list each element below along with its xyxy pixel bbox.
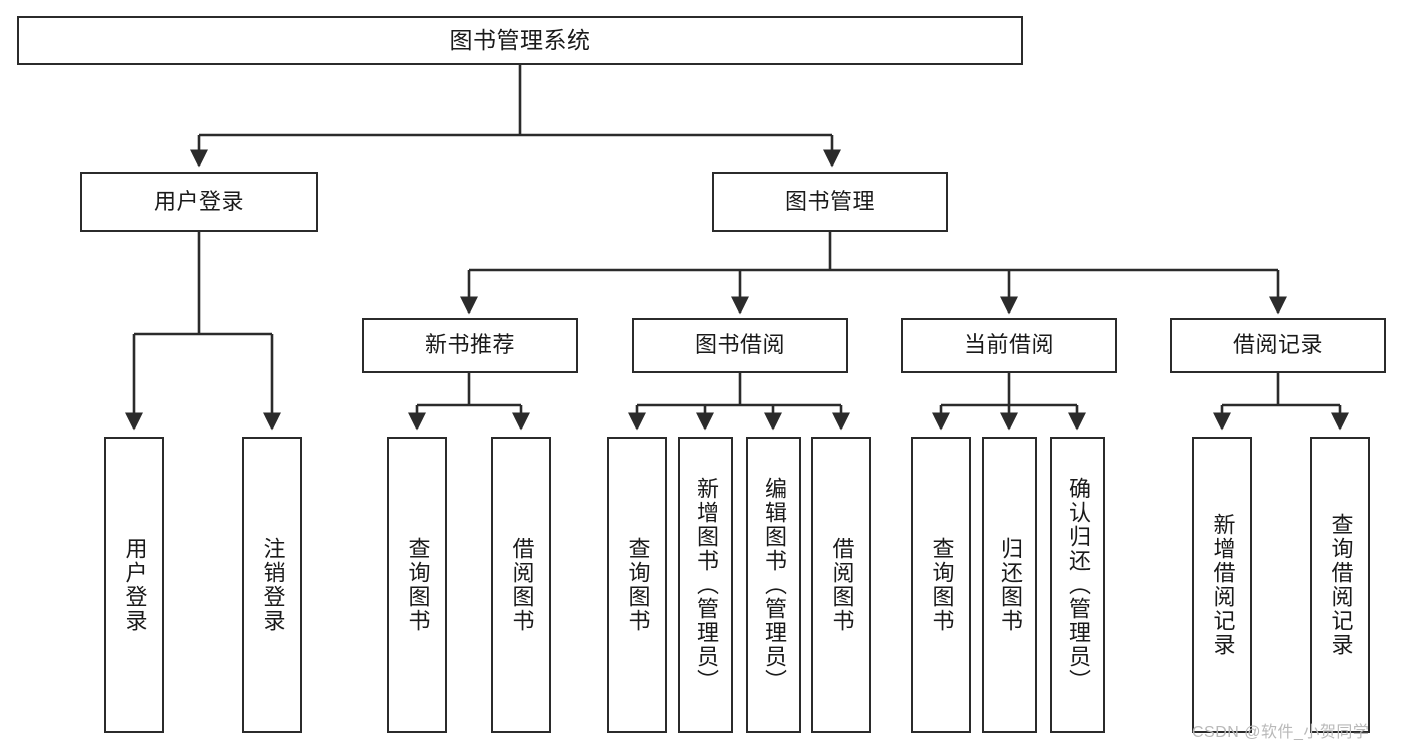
leaf-confirm-return-admin-label: 确认归还（管理员） — [1065, 477, 1091, 693]
leaf-confirm-return-admin[interactable]: 确认归还（管理员） — [1050, 437, 1105, 733]
node-book-borrow[interactable]: 图书借阅 — [632, 318, 848, 373]
leaf-query-book-current-label: 查询图书 — [929, 537, 955, 633]
leaf-edit-book-admin-label: 编辑图书（管理员） — [761, 477, 787, 693]
leaf-query-book-borrow[interactable]: 查询图书 — [607, 437, 667, 733]
node-root-label: 图书管理系统 — [449, 26, 591, 53]
leaf-user-login-label: 用户登录 — [122, 537, 148, 633]
leaf-add-book-admin[interactable]: 新增图书（管理员） — [678, 437, 733, 733]
node-user-login-label: 用户登录 — [153, 188, 244, 214]
leaf-logout-label: 注销登录 — [260, 537, 286, 633]
leaf-query-book-current[interactable]: 查询图书 — [911, 437, 971, 733]
leaf-return-book-label: 归还图书 — [997, 537, 1023, 633]
node-borrow-record-label: 借阅记录 — [1232, 332, 1323, 358]
node-borrow-record[interactable]: 借阅记录 — [1170, 318, 1386, 373]
node-new-book-recommend-label: 新书推荐 — [424, 332, 515, 358]
leaf-logout[interactable]: 注销登录 — [242, 437, 302, 733]
leaf-query-book-recommend[interactable]: 查询图书 — [387, 437, 447, 733]
leaf-add-borrow-record[interactable]: 新增借阅记录 — [1192, 437, 1252, 733]
leaf-borrow-book[interactable]: 借阅图书 — [811, 437, 871, 733]
node-book-borrow-label: 图书借阅 — [694, 332, 785, 358]
csdn-watermark: CSDN @软件_小贺同学 — [1192, 724, 1370, 741]
leaf-query-borrow-record[interactable]: 查询借阅记录 — [1310, 437, 1370, 733]
leaf-user-login[interactable]: 用户登录 — [104, 437, 164, 733]
node-user-login[interactable]: 用户登录 — [80, 172, 318, 232]
leaf-query-borrow-record-label: 查询借阅记录 — [1328, 513, 1354, 657]
leaf-borrow-book-recommend[interactable]: 借阅图书 — [491, 437, 551, 733]
leaf-borrow-book-recommend-label: 借阅图书 — [509, 537, 535, 633]
leaf-add-book-admin-label: 新增图书（管理员） — [693, 477, 719, 693]
node-current-borrow-label: 当前借阅 — [963, 332, 1054, 358]
leaf-query-book-recommend-label: 查询图书 — [405, 537, 431, 633]
node-root[interactable]: 图书管理系统 — [17, 16, 1023, 65]
node-current-borrow[interactable]: 当前借阅 — [901, 318, 1117, 373]
leaf-edit-book-admin[interactable]: 编辑图书（管理员） — [746, 437, 801, 733]
leaf-borrow-book-label: 借阅图书 — [829, 537, 855, 633]
node-new-book-recommend[interactable]: 新书推荐 — [362, 318, 578, 373]
leaf-query-book-borrow-label: 查询图书 — [625, 537, 651, 633]
node-book-management-label: 图书管理 — [784, 188, 875, 214]
leaf-add-borrow-record-label: 新增借阅记录 — [1210, 513, 1236, 657]
node-book-management[interactable]: 图书管理 — [712, 172, 948, 232]
leaf-return-book[interactable]: 归还图书 — [982, 437, 1037, 733]
